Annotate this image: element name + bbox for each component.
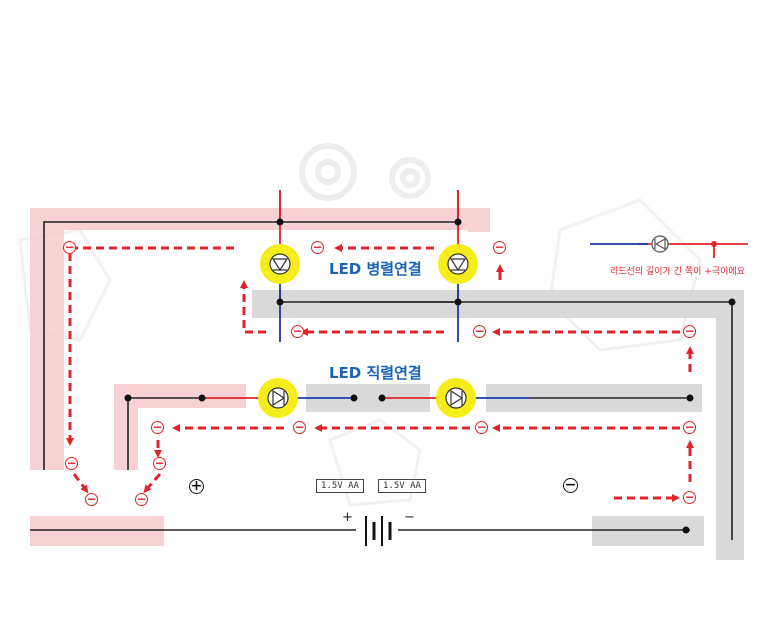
minus-circle-icon: −: [85, 492, 98, 506]
minus-circle-icon: −: [493, 240, 506, 254]
minus-circle-icon: −: [683, 324, 696, 338]
led-diode-icon: [258, 378, 298, 418]
legend-text: 리드선의 길이가 긴 쪽이 +극이에요: [610, 267, 745, 277]
minus-circle-icon: −: [153, 456, 166, 470]
minus-circle-icon: −: [683, 490, 696, 504]
junction-dots: [124, 218, 736, 534]
minus-circle-icon: −: [311, 240, 324, 254]
battery-left-label: 1.5V AA: [316, 479, 364, 493]
legend-dot: [711, 241, 717, 247]
black-wires: [30, 190, 733, 540]
minus-circle-icon: −: [63, 240, 76, 254]
blue-wires: [279, 243, 648, 399]
current-arrows: [66, 244, 694, 502]
parallel-title: LED 병렬연결: [329, 260, 422, 278]
minus-circle-icon: −: [291, 324, 304, 338]
minus-circle-icon: −: [293, 420, 306, 434]
minus-circle-icon: −: [135, 492, 148, 506]
minus-circle-icon: −: [475, 420, 488, 434]
gear-icon: [299, 143, 431, 201]
minus-circle-icon: −: [65, 456, 78, 470]
minus-circle-icon: −: [563, 477, 578, 493]
minus-circle-icon: −: [151, 420, 164, 434]
battery-right-label: 1.5V AA: [378, 479, 426, 493]
battery-plus-sign: +: [342, 510, 353, 525]
led-diode-icon: [438, 244, 478, 284]
minus-circle-icon: −: [683, 420, 696, 434]
battery-icon: [365, 516, 392, 546]
gray-bands: [252, 290, 744, 560]
plus-circle-icon: +: [189, 478, 204, 494]
led-diode-icon: [260, 244, 300, 284]
led-diode-icon: [436, 378, 476, 418]
battery-minus-sign: −: [404, 510, 415, 525]
legend-led-icon: [651, 235, 669, 253]
minus-circle-icon: −: [473, 324, 486, 338]
series-title: LED 직렬연결: [329, 364, 422, 382]
